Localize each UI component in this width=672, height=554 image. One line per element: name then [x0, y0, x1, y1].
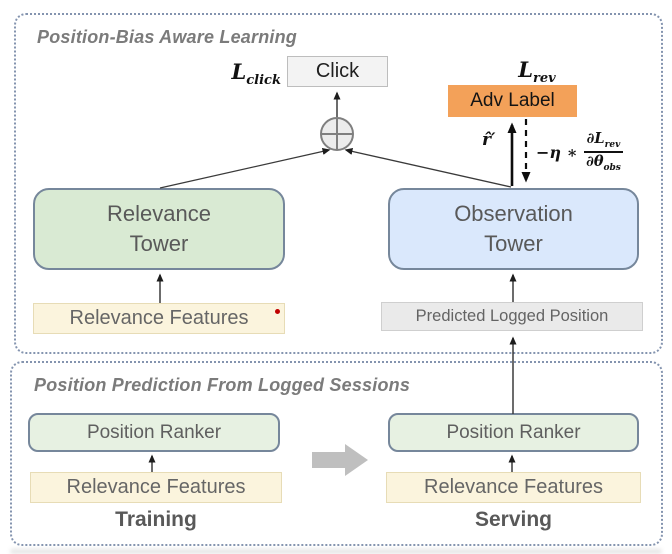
serving-position-ranker-box: Position Ranker	[388, 413, 639, 452]
l-rev-label: Lrev	[497, 57, 577, 86]
l-click-base: L	[231, 59, 247, 84]
training-relevance-features-label: Relevance Features	[66, 476, 246, 498]
predicted-logged-position-box: Predicted Logged Position	[381, 302, 643, 331]
prediction-section-title: Position Prediction From Logged Sessions	[34, 375, 411, 395]
training-relevance-features-box: Relevance Features	[30, 472, 282, 503]
serving-relevance-features-label: Relevance Features	[424, 476, 603, 498]
l-rev-base: L	[518, 57, 534, 82]
l-click-label: Lclick	[206, 59, 281, 88]
gradient-update-fraction: ∂Lrev ∂θobs	[583, 130, 624, 174]
serving-relevance-features-box: Relevance Features	[386, 472, 641, 503]
training-position-ranker-label: Position Ranker	[86, 421, 222, 443]
bottom-shadow	[10, 549, 662, 554]
relevance-features-box: Relevance Features	[33, 303, 285, 334]
observation-tower-label: Observation Tower	[454, 201, 573, 256]
serving-caption: Serving	[474, 508, 553, 531]
click-box-label: Click	[315, 60, 360, 82]
l-rev-sub: rev	[533, 71, 556, 87]
relevance-tower-label: Relevance Tower	[107, 201, 211, 256]
gradient-update-label: −η ∗ ∂Lrev ∂θobs	[536, 130, 624, 174]
prediction-section-box	[10, 361, 663, 546]
gradient-update-numerator: ∂Lrev	[583, 130, 624, 154]
learning-section-title: Position-Bias Aware Learning	[37, 27, 297, 47]
r-hat-prime-label: r̂′	[482, 130, 496, 150]
training-position-ranker-box: Position Ranker	[28, 413, 280, 452]
learning-section-box	[14, 13, 663, 354]
adv-label-text: Adv Label	[470, 90, 555, 111]
predicted-logged-position-label: Predicted Logged Position	[415, 307, 609, 325]
relevance-features-label: Relevance Features	[69, 307, 249, 329]
l-click-sub: click	[246, 73, 281, 89]
adv-label-box: Adv Label	[448, 85, 577, 117]
gradient-update-prefix: −η ∗	[536, 142, 578, 162]
training-caption: Training	[115, 508, 197, 531]
click-box: Click	[287, 56, 388, 87]
feature-indicator-dot	[275, 309, 280, 314]
serving-position-ranker-label: Position Ranker	[446, 421, 581, 443]
gradient-update-denominator: ∂θobs	[586, 153, 621, 174]
relevance-tower-box: Relevance Tower	[33, 188, 285, 270]
observation-tower-box: Observation Tower	[388, 188, 639, 270]
